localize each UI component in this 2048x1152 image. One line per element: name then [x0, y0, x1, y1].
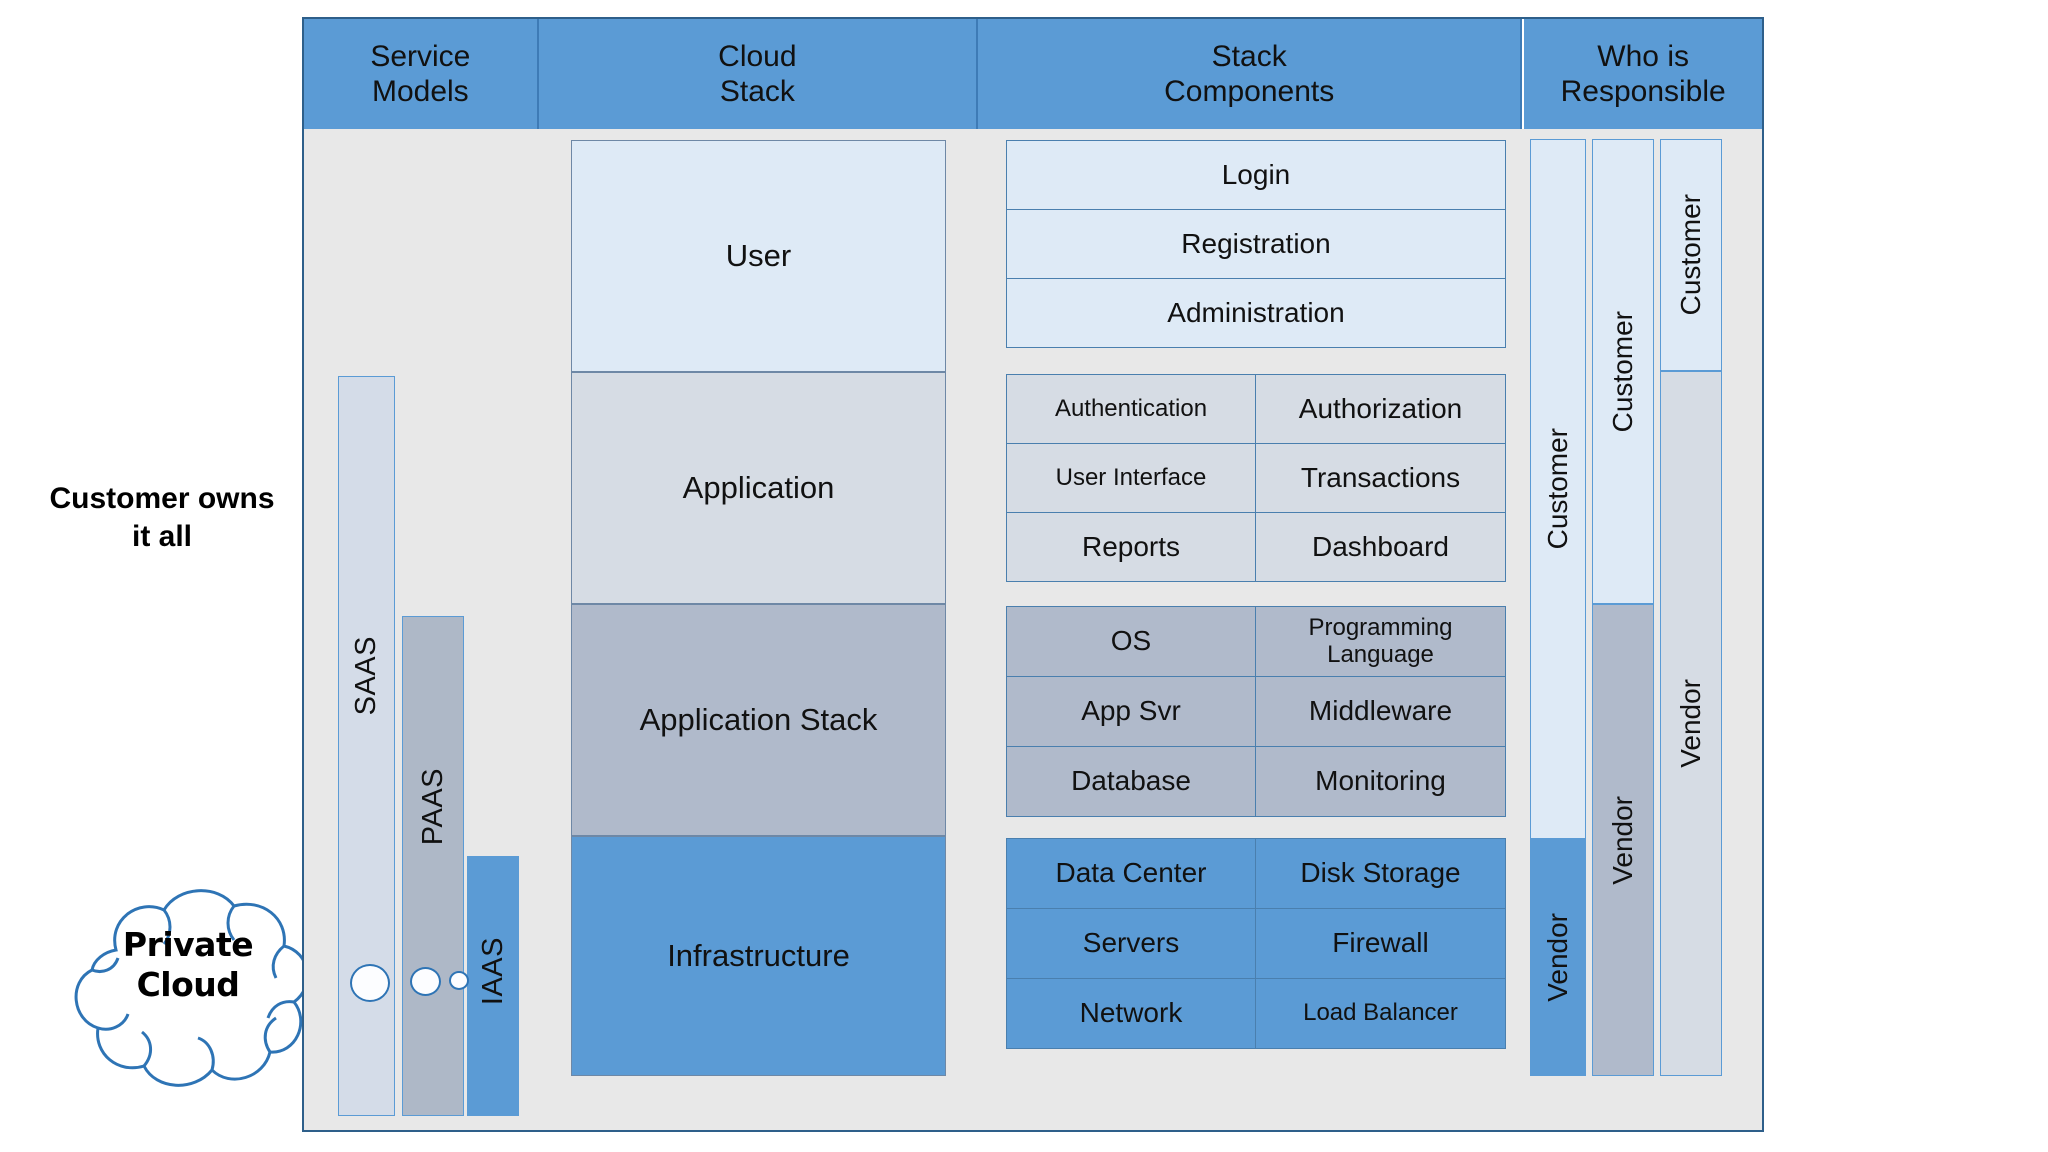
responsibility-saas-vendor-label: Vendor — [1542, 913, 1573, 1002]
responsibility-iaas-customer-label: Customer — [1675, 194, 1706, 316]
diagram-body: SAAS PAAS IAAS User Application Applicat… — [304, 129, 1762, 1130]
responsibility-paas-vendor-label: Vendor — [1607, 795, 1638, 885]
cloud-label-line2: Cloud — [136, 964, 240, 1004]
service-bar-iaas-label: IAAS — [476, 936, 509, 1006]
header-who-is-responsible: Who is Responsible — [1522, 19, 1762, 129]
cloud-bubble-small-icon — [449, 971, 469, 990]
component-row: User Interface Transactions — [1007, 444, 1505, 513]
header-who-is-responsible-line1: Who is — [1597, 39, 1689, 73]
component-firewall[interactable]: Firewall — [1332, 927, 1429, 959]
header-who-is-responsible-line2: Responsible — [1560, 75, 1726, 108]
component-database[interactable]: Database — [1007, 747, 1256, 816]
shared-responsibility-diagram: Service Models Cloud Stack Stack Compone… — [302, 17, 1764, 1132]
component-app-svr[interactable]: App Svr — [1007, 677, 1256, 746]
cloud-bubble-large-icon — [350, 964, 390, 1002]
header-stack-components-line2: Components — [1164, 75, 1335, 108]
component-row: Administration — [1007, 279, 1505, 347]
responsibility-paas-customer-label: Customer — [1607, 310, 1638, 433]
customer-owns-it-all-label: Customer owns it all — [49, 482, 275, 554]
component-login[interactable]: Login — [1221, 158, 1291, 190]
component-row: Servers Firewall — [1007, 909, 1505, 979]
header-stack-components-line1: Stack — [1211, 39, 1287, 73]
service-models-column: SAAS PAAS IAAS — [304, 129, 539, 1130]
header-service-models-line1: Service — [370, 39, 471, 73]
component-transactions[interactable]: Transactions — [1300, 461, 1461, 493]
cloud-stack-column: User Application Application Stack Infra… — [539, 129, 979, 1130]
responsibility-saas-customer-label: Customer — [1542, 428, 1573, 550]
stack-layer-application-label: Application — [682, 470, 835, 505]
responsibility-iaas-vendor[interactable]: Vendor — [1660, 371, 1722, 1076]
responsibility-paas-customer[interactable]: Customer — [1592, 139, 1654, 604]
component-authorization[interactable]: Authorization — [1298, 392, 1463, 424]
cloud-label-line1: Private — [122, 925, 254, 964]
components-group-application-stack: OS Programming Language App Svr Middlewa… — [1006, 606, 1506, 817]
component-middleware[interactable]: Middleware — [1308, 695, 1453, 727]
stack-layer-infrastructure-label: Infrastructure — [667, 938, 850, 973]
component-row: Reports Dashboard — [1007, 513, 1505, 581]
cloud-bubble-medium-icon — [410, 967, 441, 996]
component-authentication[interactable]: Authentication — [1007, 375, 1256, 443]
stack-layer-user[interactable]: User — [571, 140, 946, 372]
service-bar-paas[interactable]: PAAS — [402, 616, 464, 1116]
component-row: Data Center Disk Storage — [1007, 839, 1505, 909]
components-group-user: Login Registration Administration — [1006, 140, 1506, 348]
private-cloud-shape — [74, 889, 309, 1087]
component-row: App Svr Middleware — [1007, 677, 1505, 747]
component-administration[interactable]: Administration — [1167, 296, 1345, 328]
service-bar-paas-label: PAAS — [416, 768, 449, 846]
service-bar-saas-label: SAAS — [350, 636, 382, 716]
responsibility-iaas-vendor-label: Vendor — [1675, 679, 1706, 768]
component-disk-storage[interactable]: Disk Storage — [1300, 857, 1461, 889]
stack-components-column: Login Registration Administration Authen… — [979, 129, 1524, 1130]
responsibility-saas-customer[interactable]: Customer — [1530, 139, 1586, 839]
components-group-application: Authentication Authorization User Interf… — [1006, 374, 1506, 582]
component-row: Registration — [1007, 210, 1505, 279]
component-user-interface[interactable]: User Interface — [1007, 444, 1256, 512]
responsibility-saas-vendor[interactable]: Vendor — [1530, 839, 1586, 1076]
header-service-models: Service Models — [304, 19, 539, 129]
header-cloud-stack-line2: Stack — [719, 75, 795, 108]
component-data-center[interactable]: Data Center — [1007, 839, 1256, 908]
private-cloud-label: Private Cloud — [38, 925, 338, 1004]
service-bar-iaas[interactable]: IAAS — [467, 856, 519, 1116]
component-network[interactable]: Network — [1007, 979, 1256, 1048]
component-row: Database Monitoring — [1007, 747, 1505, 816]
components-group-infrastructure: Data Center Disk Storage Servers Firewal… — [1006, 838, 1506, 1049]
header-cloud-stack-line1: Cloud — [718, 39, 797, 73]
stack-layer-application[interactable]: Application — [571, 372, 946, 604]
component-servers[interactable]: Servers — [1007, 909, 1256, 978]
component-load-balancer[interactable]: Load Balancer — [1303, 999, 1458, 1027]
component-row: Login — [1007, 141, 1505, 210]
stack-layer-application-stack[interactable]: Application Stack — [571, 604, 946, 836]
component-os[interactable]: OS — [1007, 607, 1256, 676]
header-stack-components: Stack Components — [978, 19, 1523, 129]
component-registration[interactable]: Registration — [1181, 227, 1331, 259]
header-service-models-line2: Models — [371, 75, 469, 108]
component-monitoring[interactable]: Monitoring — [1315, 765, 1446, 797]
component-row: OS Programming Language — [1007, 607, 1505, 677]
column-header-row: Service Models Cloud Stack Stack Compone… — [304, 19, 1762, 129]
header-cloud-stack: Cloud Stack — [538, 19, 979, 129]
stack-layer-user-label: User — [725, 238, 792, 273]
component-row: Authentication Authorization — [1007, 375, 1505, 444]
stack-layer-infrastructure[interactable]: Infrastructure — [571, 836, 946, 1076]
service-bar-saas[interactable]: SAAS — [338, 376, 395, 1116]
responsibility-iaas-customer[interactable]: Customer — [1660, 139, 1722, 371]
component-reports[interactable]: Reports — [1007, 513, 1256, 581]
component-row: Network Load Balancer — [1007, 979, 1505, 1048]
stack-layer-application-stack-label: Application Stack — [639, 702, 878, 737]
component-programming-language[interactable]: Programming Language — [1308, 614, 1453, 668]
component-dashboard[interactable]: Dashboard — [1312, 530, 1449, 562]
responsibility-paas-vendor[interactable]: Vendor — [1592, 604, 1654, 1076]
who-is-responsible-column: Customer Vendor Customer Vendor Customer… — [1524, 129, 1764, 1130]
